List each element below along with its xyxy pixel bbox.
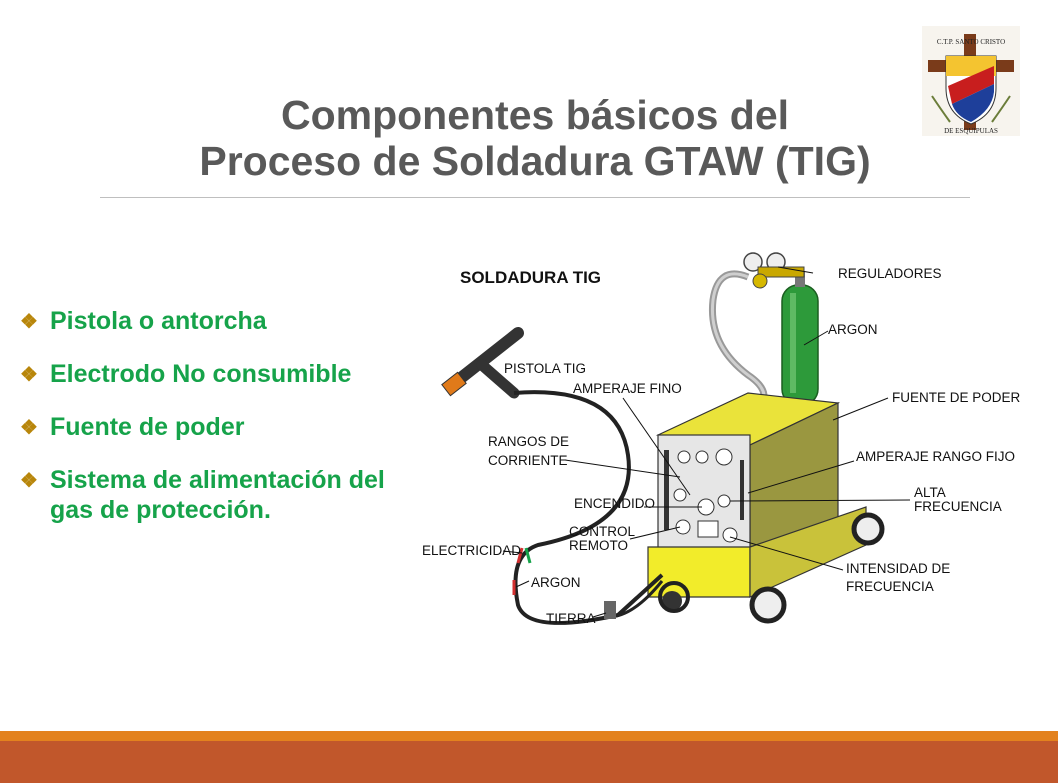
- ground-clamp: [604, 601, 616, 619]
- bullet-diamond-icon: ❖: [20, 470, 38, 492]
- slide-title-line-2: Proceso de Soldadura GTAW (TIG): [199, 138, 871, 184]
- bullet-diamond-icon: ❖: [20, 417, 38, 439]
- electricity-connector: [516, 547, 524, 564]
- label-argon-hose: ARGON: [531, 575, 581, 590]
- label-amperaje-rango: AMPERAJE RANGO FIJO: [856, 449, 1015, 464]
- list-item: ❖ Sistema de alimentación del gas de pro…: [20, 465, 420, 525]
- label-frecuencia: FRECUENCIA: [914, 499, 1002, 514]
- list-item-text: Sistema de alimentación del gas de prote…: [50, 466, 385, 524]
- list-item-text: Electrodo No consumible: [50, 360, 352, 388]
- label-reguladores: REGULADORES: [838, 266, 942, 281]
- label-fuente: FUENTE DE PODER: [892, 390, 1021, 405]
- list-item-text: Fuente de poder: [50, 413, 245, 441]
- label-pistola: PISTOLA TIG: [504, 361, 586, 376]
- bullet-diamond-icon: ❖: [20, 311, 38, 333]
- argon-cylinder: [781, 271, 819, 406]
- diagram-title: SOLDADURA TIG: [460, 268, 601, 287]
- title-divider: [100, 197, 970, 198]
- logo-text-bottom: DE ESQUIPULAS: [944, 127, 998, 135]
- label-intensidad: INTENSIDAD DE: [846, 561, 950, 576]
- label-control-2: REMOTO: [569, 538, 628, 553]
- label-tierra: TIERRA: [546, 611, 596, 626]
- label-electricidad: ELECTRICIDAD: [422, 543, 521, 558]
- label-intensidad-2: FRECUENCIA: [846, 579, 934, 594]
- slide-title-line-1: Componentes básicos del: [280, 92, 790, 138]
- label-control: CONTROL: [569, 524, 635, 539]
- component-list: ❖ Pistola o antorcha ❖ Electrodo No cons…: [20, 306, 420, 547]
- slide-title: Componentes básicos del Proceso de Solda…: [100, 92, 970, 184]
- tig-torch: [441, 327, 664, 625]
- school-logo: C.T.P. SANTO CRISTO DE ESQUIPULAS: [922, 26, 1020, 136]
- regulators: [743, 252, 805, 289]
- list-item-text: Pistola o antorcha: [50, 307, 267, 335]
- logo-text-top: C.T.P. SANTO CRISTO: [937, 38, 1005, 46]
- diagram-labels: REGULADORES ARGON FUENTE DE PODER AMPERA…: [422, 266, 1021, 626]
- leader-lines: [502, 266, 911, 618]
- list-item: ❖ Electrodo No consumible: [20, 359, 420, 390]
- tig-welding-diagram: SOLDADURA TIG: [418, 245, 1028, 650]
- list-item: ❖ Fuente de poder: [20, 412, 420, 443]
- footer-band-top: [0, 731, 1058, 741]
- label-rangos: RANGOS DE: [488, 434, 569, 449]
- list-item: ❖ Pistola o antorcha: [20, 306, 420, 337]
- label-encendido: ENCENDIDO: [574, 496, 655, 511]
- label-rangos-2: CORRIENTE: [488, 453, 568, 468]
- power-source: [647, 392, 885, 624]
- label-argon-tank: ARGON: [828, 322, 878, 337]
- label-alta: ALTA: [914, 485, 946, 500]
- label-amperaje-fino: AMPERAJE FINO: [573, 381, 682, 396]
- bullet-diamond-icon: ❖: [20, 364, 38, 386]
- footer-band-bottom: [0, 741, 1058, 783]
